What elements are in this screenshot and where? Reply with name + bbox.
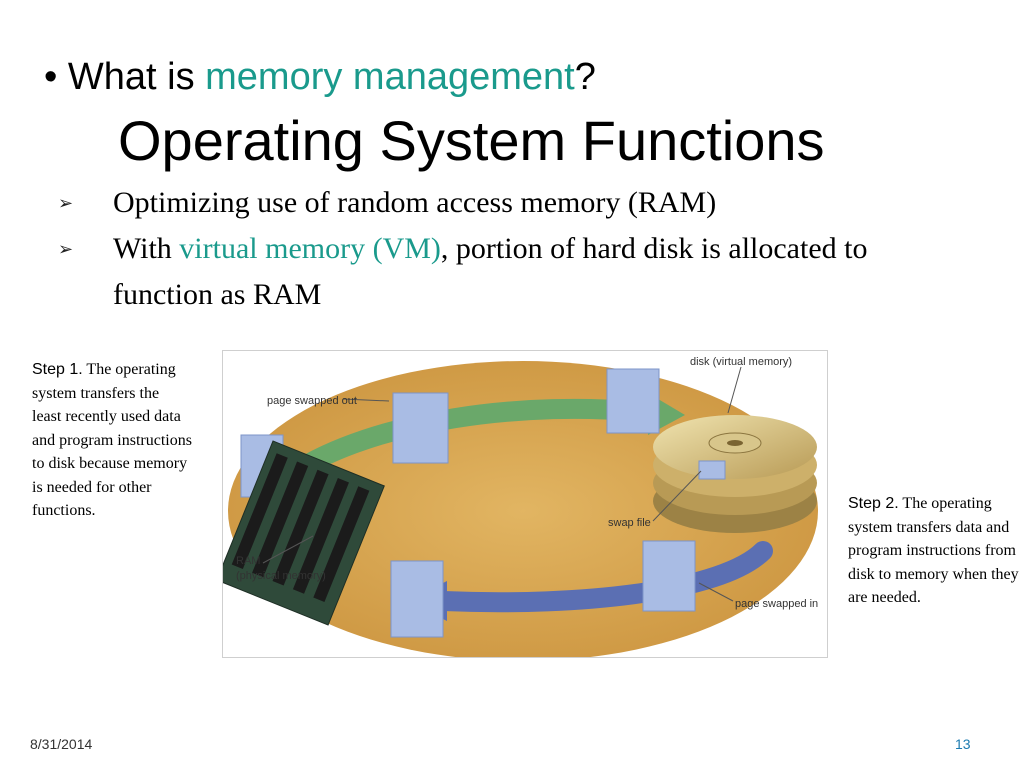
step1-lead: Step 1. (32, 361, 83, 378)
bullet-term: virtual memory (VM) (179, 232, 441, 265)
question-heading: • What is memory management? (44, 52, 596, 102)
figure-illustration: page swapped out disk (virtual memory) s… (216, 356, 818, 661)
question-suffix: ? (574, 56, 596, 98)
bullet-text: Optimizing use of random access memory (… (113, 186, 717, 219)
label-ram: RAM (236, 555, 260, 567)
label-physical-memory: (physical memory) (236, 570, 326, 582)
bullet-list: ➢ Optimizing use of random access memory… (58, 180, 898, 318)
question-term: memory management (205, 56, 575, 98)
blue-swap-in-arrow (433, 541, 773, 613)
step2-caption: Step 2. The operating system transfers d… (848, 492, 1020, 610)
page-icon (606, 368, 660, 434)
question-prefix: What is (67, 56, 206, 98)
footer-date: 8/31/2014 (30, 736, 93, 752)
label-disk: disk (virtual memory) (690, 356, 792, 368)
bullet-dot: • (44, 56, 58, 98)
step2-text: The operating system transfers data and … (848, 495, 1019, 606)
footer-page-number: 13 (955, 736, 971, 752)
arrow-bullet-icon: ➢ (58, 193, 74, 213)
bullet-item: ➢ Optimizing use of random access memory… (58, 180, 898, 226)
page-icon (392, 392, 449, 464)
page-icon (390, 560, 444, 638)
arrow-bullet-icon: ➢ (58, 239, 74, 259)
swap-file-page (698, 460, 726, 480)
ram-module (216, 440, 385, 626)
virtual-memory-figure: page swapped out disk (virtual memory) s… (216, 350, 828, 661)
slide-title: Operating System Functions (118, 109, 825, 172)
step1-text: The operating system transfers the least… (32, 361, 192, 519)
label-page-swapped-out: page swapped out (267, 395, 357, 407)
page-icon (642, 540, 696, 612)
step1-caption: Step 1. The operating system transfers t… (32, 358, 192, 523)
step2-lead: Step 2. (848, 495, 899, 512)
label-page-swapped-in: page swapped in (735, 598, 818, 610)
bullet-item: ➢ With virtual memory (VM), portion of h… (58, 226, 898, 318)
label-swap-file: swap file (608, 517, 651, 529)
hard-disk-stack (653, 415, 817, 533)
bullet-prefix: With (113, 232, 180, 265)
bullet-text: , portion of hard disk is allocated to f… (113, 232, 868, 311)
green-swap-out-arrow (283, 398, 663, 483)
